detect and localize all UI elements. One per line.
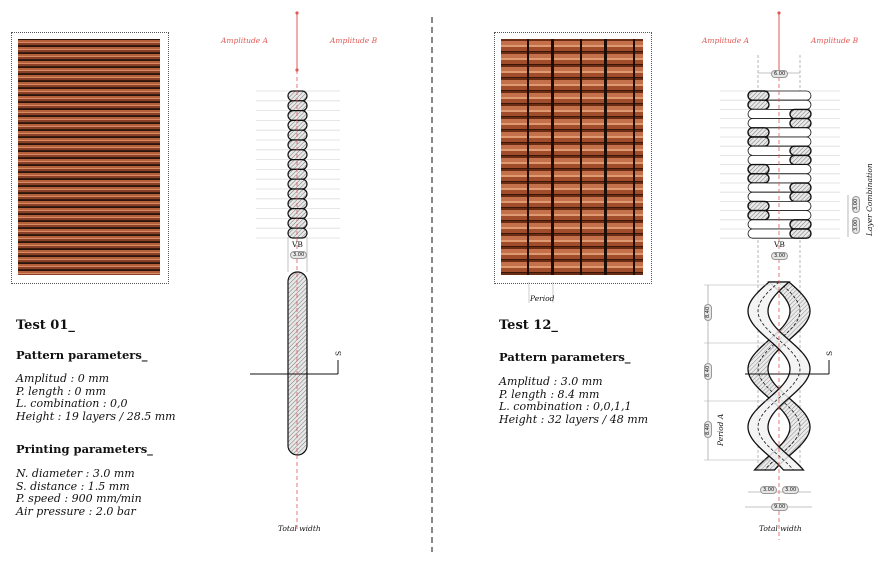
vb-label: VB xyxy=(292,240,303,249)
layer-dimension: 3.00 xyxy=(852,195,860,213)
photo-test01 xyxy=(18,39,160,275)
layer-pill xyxy=(747,136,770,147)
layer-pill xyxy=(287,159,308,171)
section-capsule xyxy=(287,271,308,456)
photo-frame-test01 xyxy=(11,32,169,284)
param: L. combination : 0,0,1,1 xyxy=(499,400,632,413)
vb-dimension: 3.00 xyxy=(771,252,789,260)
layer-pill xyxy=(287,90,308,102)
layer-pill xyxy=(747,209,770,221)
test01-pattern-list: Amplitud : 0 mm P. length : 0 mm L. comb… xyxy=(16,372,176,423)
param: S. distance : 1.5 mm xyxy=(16,479,130,493)
helix-strand xyxy=(747,281,811,471)
layer-pill xyxy=(287,139,308,151)
param: P. speed : 900 mm/min xyxy=(16,492,142,505)
layer-pill xyxy=(287,178,308,190)
amplitude-b-label: Amplitude B xyxy=(330,36,378,45)
period-a-label: Period A xyxy=(716,413,725,446)
axis-dot xyxy=(777,11,781,15)
amplitude-a-label: Amplitude A xyxy=(221,36,269,45)
total-width-label: Total width xyxy=(759,524,802,533)
layer-pill xyxy=(789,108,812,120)
param: L. combination : 0,0 xyxy=(16,397,128,410)
period-photo-label: Period xyxy=(530,294,555,303)
photo-test12 xyxy=(501,39,643,275)
layer-pill xyxy=(287,198,308,210)
test12-pattern-heading: Pattern parameters_ xyxy=(499,350,631,364)
layer-pill xyxy=(287,119,308,131)
strand-centerline xyxy=(757,281,801,471)
diagram-test01 xyxy=(250,11,340,530)
layer-pill xyxy=(747,163,770,175)
total-dimension: 9.00 xyxy=(771,503,789,511)
test01-printing-list: N. diameter : 3.0 mm S. distance : 1.5 m… xyxy=(16,467,142,518)
layer-pill xyxy=(287,149,308,161)
layer-pill xyxy=(789,117,812,129)
layer-pill xyxy=(287,109,308,121)
layer-pill xyxy=(789,145,812,157)
vb-label: VB xyxy=(774,240,785,249)
test01-pattern-heading: Pattern parameters_ xyxy=(16,348,148,362)
layer-pill xyxy=(789,219,812,230)
bottom-dimension: 3.00 xyxy=(760,486,778,494)
param: Height : 32 layers / 48 mm xyxy=(499,412,649,426)
layer-pill xyxy=(789,191,812,203)
test01-title: Test 01_ xyxy=(16,318,75,333)
layer-pill xyxy=(747,99,770,111)
layer-pill xyxy=(747,173,770,184)
param: Air pressure : 2.0 bar xyxy=(16,504,136,518)
layer-pill xyxy=(287,227,308,239)
param: P. length : 8.4 mm xyxy=(499,387,600,401)
period-dimension: 8.40 xyxy=(704,362,712,380)
vb-dimension: 3.00 xyxy=(290,251,308,259)
layer-pill xyxy=(789,154,812,166)
layer-pill xyxy=(789,182,812,193)
total-width-label: Total width xyxy=(278,524,321,533)
diagram-test12 xyxy=(704,11,849,540)
period-dimension: 8.40 xyxy=(704,420,712,438)
layer-pill xyxy=(287,217,308,229)
layer-pill xyxy=(287,100,308,112)
amplitude-dimension: 6.00 xyxy=(771,70,789,78)
param: P. length : 0 mm xyxy=(16,384,106,398)
layer-pill xyxy=(287,208,308,220)
strand-centerline xyxy=(757,281,801,471)
section-label: S xyxy=(825,350,834,356)
period-dimension: 8.40 xyxy=(704,303,712,321)
layer-pill xyxy=(287,129,308,141)
layer-dimension: 3.00 xyxy=(852,216,860,234)
section-label: S xyxy=(334,350,343,356)
param: Amplitud : 3.0 mm xyxy=(499,375,603,388)
param: N. diameter : 3.0 mm xyxy=(16,467,135,480)
layer-pill xyxy=(789,228,812,239)
param: Height : 19 layers / 28.5 mm xyxy=(16,409,176,423)
layer-pill xyxy=(747,90,770,101)
axis-dot xyxy=(295,11,299,15)
layer-pill xyxy=(287,188,308,200)
test12-pattern-list: Amplitud : 3.0 mm P. length : 8.4 mm L. … xyxy=(499,375,649,426)
photo-frame-test12 xyxy=(494,32,652,284)
layer-pill xyxy=(747,200,770,212)
test12-title: Test 12_ xyxy=(499,318,558,333)
layer-pill xyxy=(747,127,770,138)
amplitude-a-label: Amplitude A xyxy=(702,36,750,45)
amplitude-b-label: Amplitude B xyxy=(811,36,859,45)
layer-pill xyxy=(287,168,308,180)
test01-printing-heading: Printing parameters_ xyxy=(16,442,153,456)
layer-combination-label: Layer Combination xyxy=(865,163,874,236)
param: Amplitud : 0 mm xyxy=(16,372,110,385)
bottom-dimension: 3.00 xyxy=(782,486,800,494)
